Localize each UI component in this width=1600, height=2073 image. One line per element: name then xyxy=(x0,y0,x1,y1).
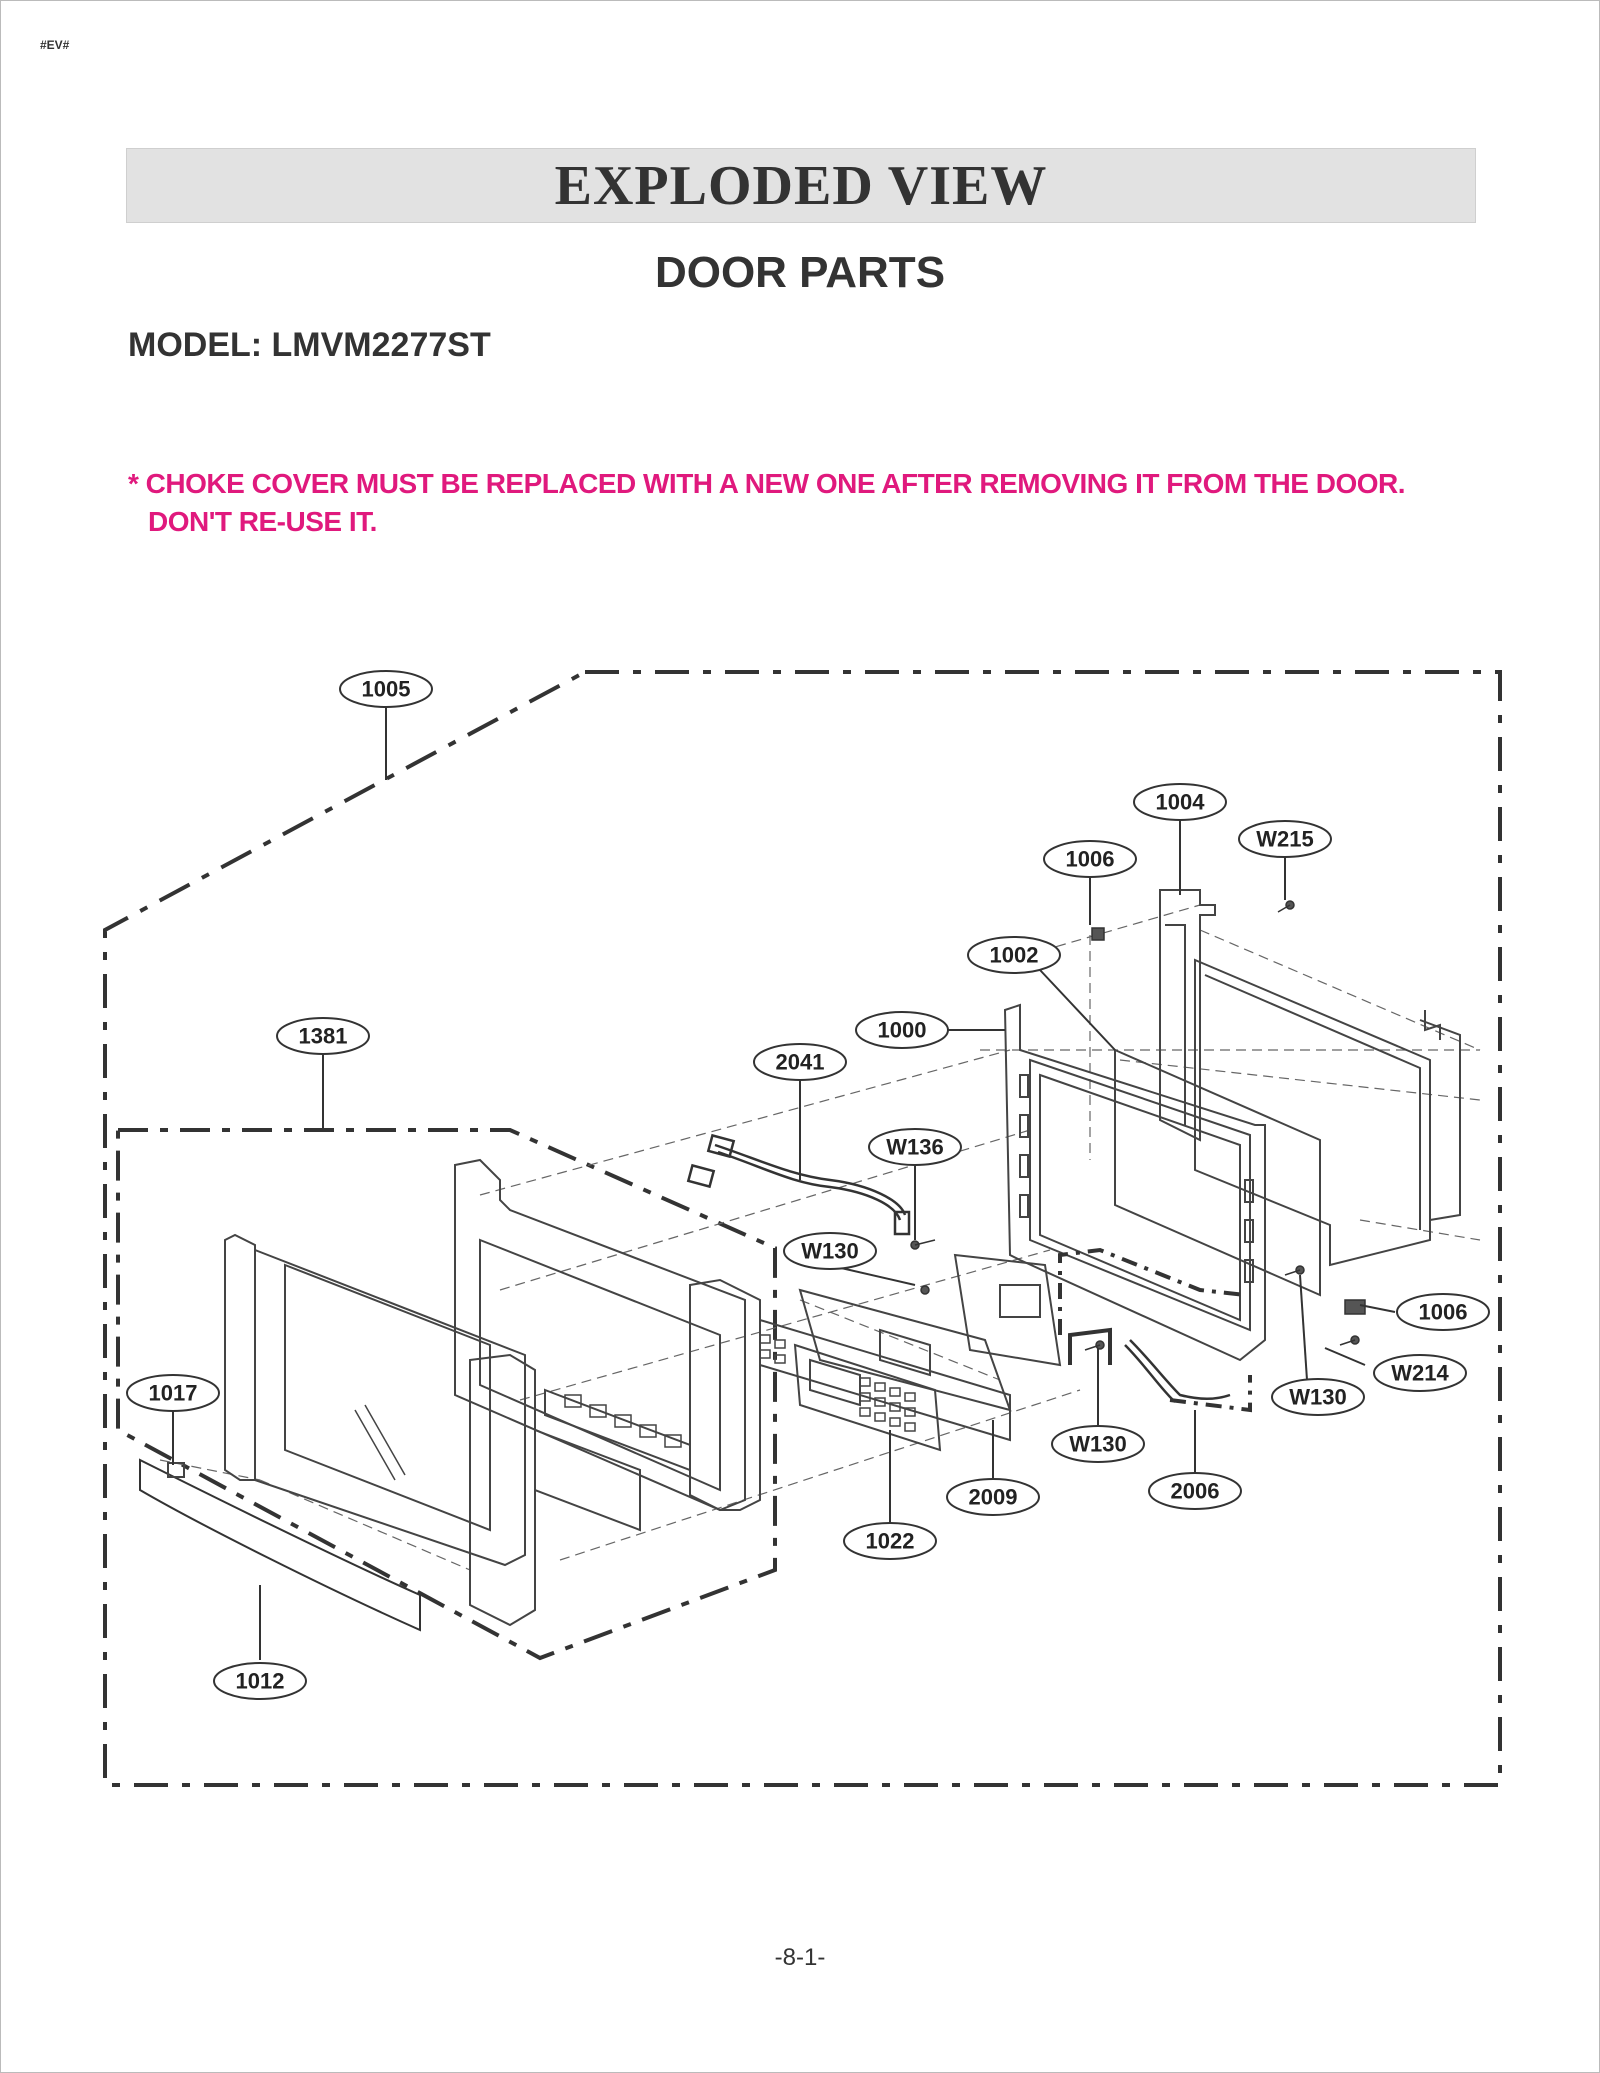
door-outer-panel xyxy=(139,1233,536,1632)
svg-text:W130: W130 xyxy=(801,1239,858,1264)
callout-2006: 2006 xyxy=(1148,1472,1242,1510)
page-number: -8-1- xyxy=(774,1944,826,1971)
callout-1022: 1022 xyxy=(843,1522,937,1560)
notice-line-2: DON'T RE-USE IT. xyxy=(148,506,377,537)
svg-text:1006: 1006 xyxy=(1419,1300,1468,1325)
glass-panel-1002 xyxy=(1114,1048,1321,1297)
svg-text:2041: 2041 xyxy=(776,1050,825,1075)
callout-w130-left: W130 xyxy=(783,1232,877,1270)
callout-w130-center: W130 xyxy=(1051,1425,1145,1463)
callout-1000: 1000 xyxy=(855,1011,949,1049)
assembly-boundary-1381 xyxy=(116,1128,777,1661)
svg-text:1017: 1017 xyxy=(149,1381,198,1406)
door-inner-frame xyxy=(1159,889,1461,1267)
choke-cover-2006 xyxy=(953,1247,1252,1413)
title-bar: EXPLODED VIEW xyxy=(126,148,1476,223)
svg-text:W130: W130 xyxy=(1289,1385,1346,1410)
callout-1006-top: 1006 xyxy=(1043,840,1137,878)
page-title: EXPLODED VIEW xyxy=(554,154,1048,217)
section-subtitle: DOOR PARTS xyxy=(654,248,946,297)
svg-text:2009: 2009 xyxy=(969,1485,1018,1510)
callout-w215: W215 xyxy=(1238,820,1332,858)
callout-w136: W136 xyxy=(868,1128,962,1166)
svg-text:1381: 1381 xyxy=(299,1024,348,1049)
callout-2009: 2009 xyxy=(946,1478,1040,1516)
svg-text:W136: W136 xyxy=(886,1135,943,1160)
svg-text:W215: W215 xyxy=(1256,827,1313,852)
svg-text:1006: 1006 xyxy=(1066,847,1115,872)
screws xyxy=(910,900,1366,1351)
callout-1006-right: 1006 xyxy=(1396,1293,1490,1331)
wire-harness-2041 xyxy=(686,1133,911,1236)
svg-text:W130: W130 xyxy=(1069,1432,1126,1457)
callout-2041: 2041 xyxy=(753,1043,847,1081)
callout-w130-right: W130 xyxy=(1271,1378,1365,1416)
callout-1005: 1005 xyxy=(339,670,433,708)
assembly-boundary-1005 xyxy=(103,670,1502,1787)
svg-text:1005: 1005 xyxy=(362,677,411,702)
control-panel-1022 xyxy=(759,1288,1012,1452)
svg-text:2006: 2006 xyxy=(1171,1479,1220,1504)
document-code: #EV# xyxy=(40,38,70,52)
callout-1381: 1381 xyxy=(276,1017,370,1055)
callout-1017: 1017 xyxy=(126,1374,220,1412)
notice-line-1: * CHOKE COVER MUST BE REPLACED WITH A NE… xyxy=(128,468,1406,499)
leader-lines xyxy=(172,707,1396,1660)
svg-text:1012: 1012 xyxy=(236,1669,285,1694)
svg-text:1002: 1002 xyxy=(990,943,1039,968)
svg-text:1000: 1000 xyxy=(878,1018,927,1043)
model-label: MODEL: LMVM2277ST xyxy=(128,326,491,364)
svg-text:1022: 1022 xyxy=(866,1529,915,1554)
callout-1004: 1004 xyxy=(1133,783,1227,821)
svg-text:1004: 1004 xyxy=(1156,790,1206,815)
callout-1012: 1012 xyxy=(213,1662,307,1700)
callout-1002: 1002 xyxy=(967,936,1061,974)
choke-cover-notice: * CHOKE COVER MUST BE REPLACED WITH A NE… xyxy=(128,465,1406,541)
svg-text:W214: W214 xyxy=(1391,1361,1449,1386)
choke-frame-1000 xyxy=(1003,1003,1266,1362)
callout-w214: W214 xyxy=(1373,1354,1467,1392)
